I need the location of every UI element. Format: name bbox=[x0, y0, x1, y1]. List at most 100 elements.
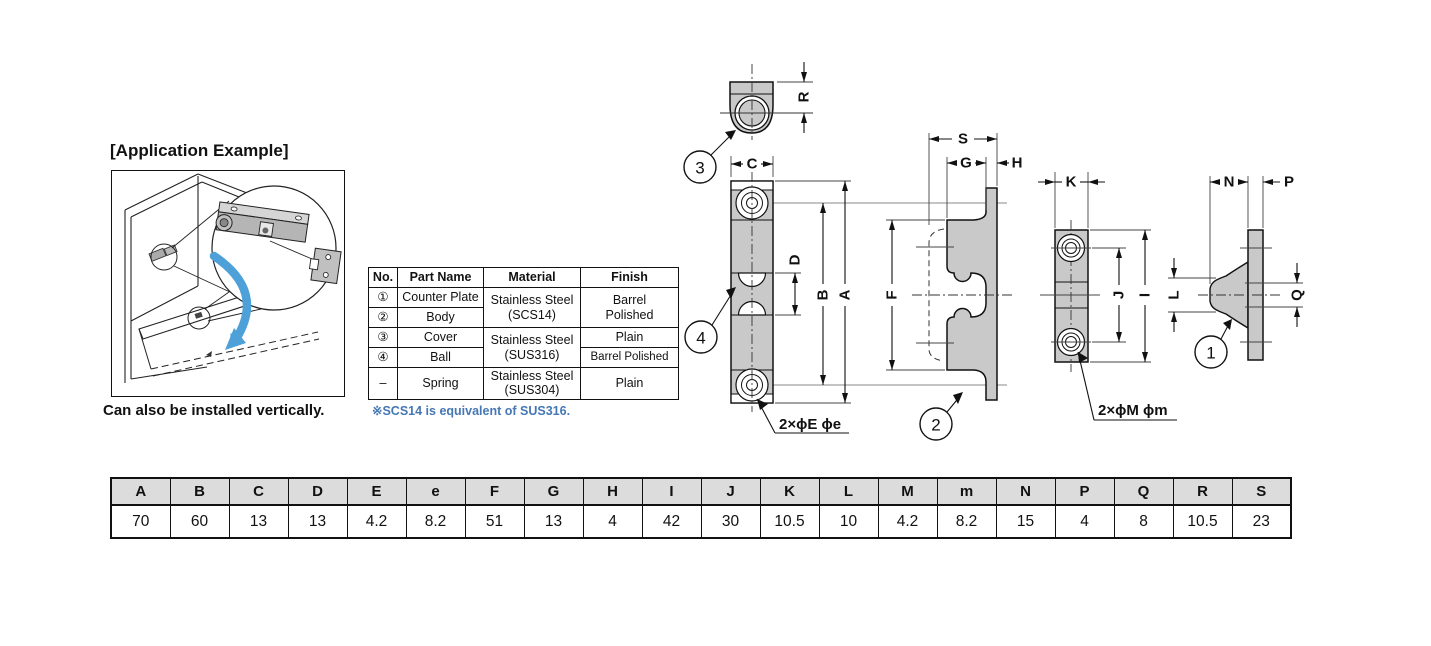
dim-C bbox=[730, 156, 774, 177]
dim-P bbox=[1263, 179, 1280, 185]
dim-label-G: G bbox=[960, 155, 972, 172]
balloon-3: 3 bbox=[683, 130, 736, 184]
dim-col-header: P bbox=[1054, 477, 1115, 506]
balloon-2: 2 bbox=[919, 392, 963, 441]
dim-label-P: P bbox=[1284, 174, 1294, 191]
part-finish: Barrel Polished bbox=[580, 347, 679, 368]
plate-hole-label: 2×ϕM ϕm bbox=[1098, 402, 1168, 419]
dim-col-header: R bbox=[1172, 477, 1233, 506]
application-illustration-svg bbox=[124, 173, 342, 383]
dim-label-Q: Q bbox=[1289, 289, 1306, 301]
balloon-3-number: 3 bbox=[695, 159, 704, 178]
dim-J bbox=[1092, 247, 1126, 343]
balloon-4: 4 bbox=[684, 287, 736, 354]
dim-F bbox=[886, 219, 945, 371]
dim-col-value: 13 bbox=[228, 504, 289, 539]
dim-col-value: 10 bbox=[818, 504, 879, 539]
dim-label-J: J bbox=[1111, 291, 1128, 299]
dim-col-value: 23 bbox=[1231, 504, 1292, 539]
application-example-illustration bbox=[111, 170, 345, 397]
dim-col-value: 10.5 bbox=[1172, 504, 1233, 539]
dim-col-header: C bbox=[228, 477, 289, 506]
dim-D bbox=[775, 272, 801, 316]
finish-line1: Barrel bbox=[612, 293, 647, 308]
dim-col-value: 70 bbox=[110, 504, 171, 539]
body-hole-label: 2×ϕE ϕe bbox=[779, 416, 841, 433]
hidden-cavity-line bbox=[928, 228, 945, 362]
dim-col-header: G bbox=[523, 477, 584, 506]
counter-plate-on-flap bbox=[206, 351, 212, 357]
part-no: ④ bbox=[368, 347, 398, 368]
dim-col-header: H bbox=[582, 477, 643, 506]
dim-col-header: K bbox=[759, 477, 820, 506]
dim-col-header: I bbox=[641, 477, 702, 506]
table-row: ③ Cover Stainless Steel (SUS316) Plain bbox=[368, 327, 679, 368]
dim-col-value: 8.2 bbox=[405, 504, 466, 539]
parts-header-name: Part Name bbox=[397, 267, 484, 288]
dim-col-header: F bbox=[464, 477, 525, 506]
dim-col-value: 42 bbox=[641, 504, 702, 539]
dim-A bbox=[775, 180, 851, 404]
dim-R bbox=[777, 62, 813, 133]
body-top-view: R bbox=[720, 62, 813, 140]
body-front-view: C D B A bbox=[730, 156, 854, 434]
body-hole-callout: 2×ϕE ϕe bbox=[756, 398, 849, 434]
dim-col-header: M bbox=[877, 477, 938, 506]
dim-col-value: 13 bbox=[287, 504, 348, 539]
dim-col-value: 4 bbox=[582, 504, 643, 539]
balloon-4-number: 4 bbox=[696, 329, 705, 348]
dim-K bbox=[1038, 172, 1105, 228]
dim-label-H: H bbox=[1012, 155, 1023, 172]
upper-ball bbox=[737, 272, 767, 288]
dim-col-header: J bbox=[700, 477, 761, 506]
dim-col-value: 8 bbox=[1113, 504, 1174, 539]
part-name: Spring bbox=[397, 367, 484, 400]
counter-plate-detail bbox=[308, 247, 342, 285]
cabinet-outline bbox=[124, 173, 248, 383]
dim-col-value: 13 bbox=[523, 504, 584, 539]
dim-col-header: S bbox=[1231, 477, 1292, 506]
swing-arrow bbox=[209, 251, 252, 350]
dim-col-value: 4 bbox=[1054, 504, 1115, 539]
dim-col-header: A bbox=[110, 477, 171, 506]
counter-plate-side-view: N P L Q bbox=[1166, 174, 1306, 361]
dim-col-header: m bbox=[936, 477, 997, 506]
dim-label-L: L bbox=[1166, 290, 1183, 299]
balloon-2-number: 2 bbox=[931, 416, 940, 435]
material-line2: (SCS14) bbox=[508, 307, 556, 322]
part-material: Stainless Steel (SUS316) bbox=[483, 327, 581, 368]
part-finish: Plain bbox=[580, 327, 679, 348]
dim-label-D: D bbox=[787, 254, 804, 265]
part-finish: Plain bbox=[580, 367, 679, 400]
dim-col-value: 15 bbox=[995, 504, 1056, 539]
dim-col-header: B bbox=[169, 477, 230, 506]
dim-col-header: L bbox=[818, 477, 879, 506]
dim-col-header: E bbox=[346, 477, 407, 506]
body-side-view: S G H F bbox=[884, 131, 1023, 401]
latch-on-flap bbox=[187, 306, 211, 330]
material-equivalence-note: ※SCS14 is equivalent of SUS316. bbox=[372, 404, 571, 418]
dim-label-C: C bbox=[747, 156, 758, 173]
dim-col-value: 8.2 bbox=[936, 504, 997, 539]
body-detail bbox=[215, 201, 310, 243]
material-line1: Stainless Steel bbox=[490, 333, 574, 348]
dim-col-value: 10.5 bbox=[759, 504, 820, 539]
part-name: Ball bbox=[397, 347, 484, 368]
projection-lines bbox=[735, 202, 1007, 386]
dim-B bbox=[820, 203, 826, 385]
dim-label-S: S bbox=[958, 131, 968, 148]
dim-col-header: e bbox=[405, 477, 466, 506]
parts-header-material: Material bbox=[483, 267, 581, 288]
material-line2: (SUS316) bbox=[504, 347, 560, 362]
dim-label-I: I bbox=[1137, 293, 1154, 297]
parts-table: No. Part Name Material Finish ① Counter … bbox=[368, 267, 679, 400]
counter-plate-front-view: K J I 2×ϕM ϕm bbox=[1038, 172, 1177, 421]
dim-label-R: R bbox=[796, 91, 813, 102]
table-row: ④ Ball Barrel Polished bbox=[368, 347, 679, 368]
part-material: Stainless Steel (SCS14) bbox=[483, 287, 581, 328]
finish-line2: Polished bbox=[605, 307, 654, 322]
dim-L bbox=[1168, 258, 1216, 332]
